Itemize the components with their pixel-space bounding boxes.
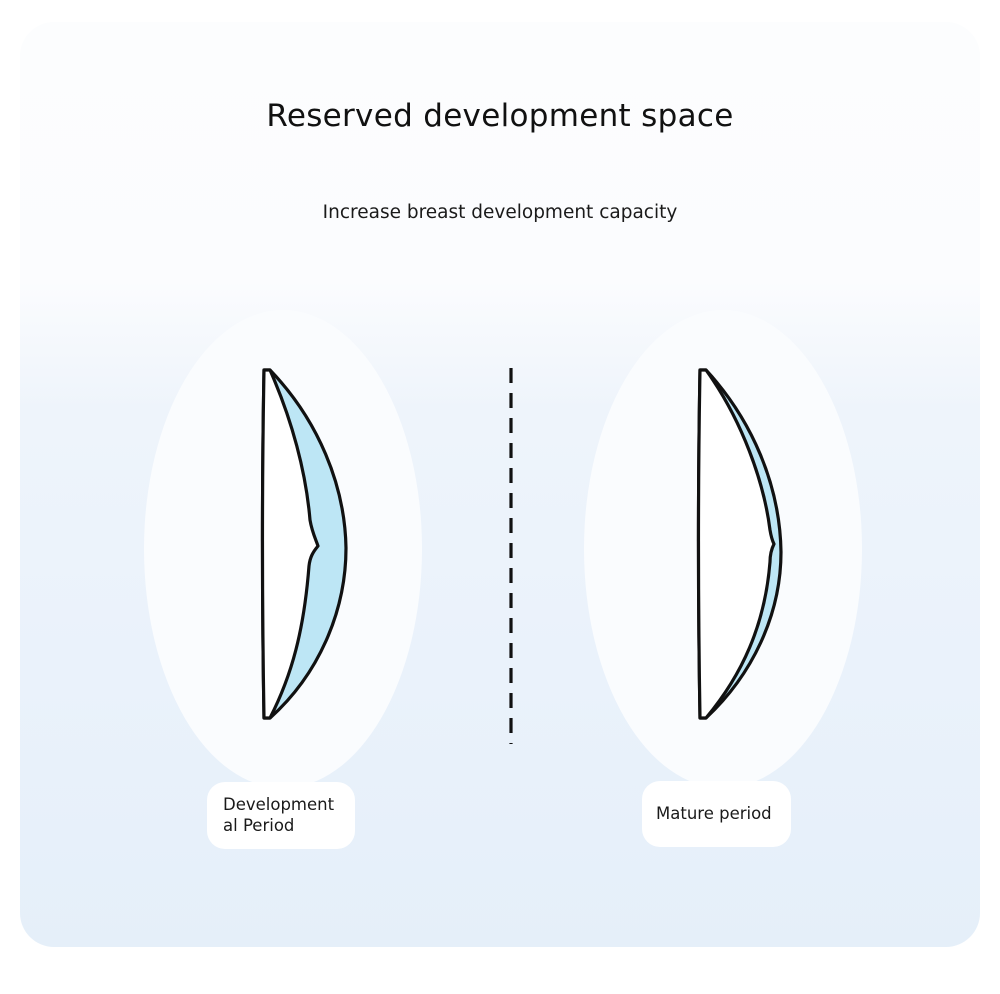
developmental-period-label-line2: al Period (223, 816, 295, 835)
mature-period-label-text: Mature period (656, 804, 772, 823)
developmental-period-label-line1: Development (223, 795, 335, 814)
mature-period-shape (696, 368, 783, 720)
mature-period-label: Mature period (642, 781, 791, 847)
developmental-period-shape (260, 368, 348, 720)
page-title: Reserved development space (266, 98, 734, 134)
mature-inner-tissue (696, 368, 776, 720)
page-subtitle: Increase breast development capacity (322, 202, 678, 223)
developmental-inner-tissue (260, 368, 320, 720)
developmental-period-label: Development al Period (207, 782, 355, 849)
